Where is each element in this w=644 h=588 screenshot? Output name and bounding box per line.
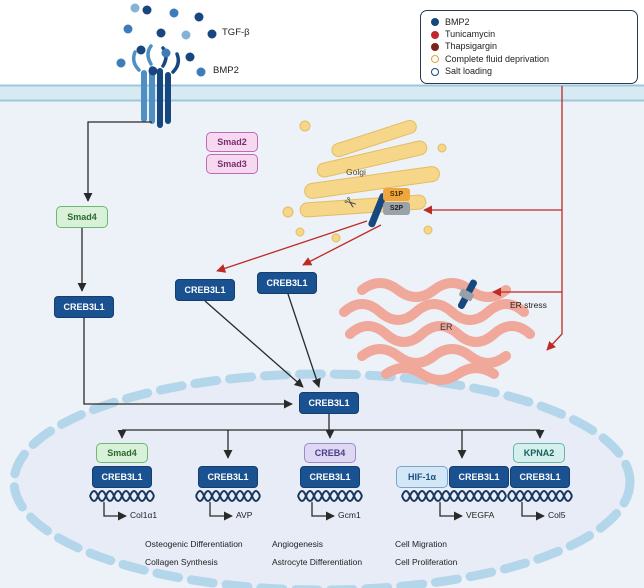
- thapsigargin-dot-icon: [431, 42, 439, 51]
- stress-arrows: [216, 86, 563, 351]
- complex2-creb3l1: CREB3L1: [198, 466, 258, 488]
- s2p-badge: S2P: [383, 202, 410, 215]
- gene-col5: Col5: [548, 510, 566, 520]
- complex4-partner-hif1a: HIF-1α: [396, 466, 448, 488]
- complex3-creb3l1: CREB3L1: [300, 466, 360, 488]
- smad2-node: Smad2: [206, 132, 258, 152]
- legend-item: Tunicamycin: [431, 30, 627, 39]
- complex5-creb3l1: CREB3L1: [510, 466, 570, 488]
- gene-vegfa: VEGFA: [466, 510, 495, 520]
- legend: BMP2 Tunicamycin Thapsigargin Complete f…: [420, 10, 638, 84]
- er-creb3l1-rod: [457, 279, 477, 309]
- outcome-collagen: Collagen Synthesis: [145, 557, 218, 567]
- golgi-label: Golgi: [346, 167, 366, 177]
- legend-label: Complete fluid deprivation: [445, 53, 550, 64]
- ligand-dots: [116, 3, 217, 77]
- tgfb-label: TGF-β: [222, 27, 250, 38]
- salt-loading-circle-icon: [431, 67, 439, 76]
- creb3l1-node-nuclear: CREB3L1: [299, 392, 359, 414]
- legend-label: Salt loading: [445, 66, 493, 77]
- outcome-astrocyte: Astrocyte Differentiation: [272, 557, 363, 567]
- golgi-body: [282, 119, 447, 243]
- outcome-migration: Cell Migration: [395, 539, 447, 549]
- s1p-badge: S1P: [383, 188, 410, 201]
- complex5-partner-kpna2: KPNA2: [513, 443, 565, 463]
- complex1-creb3l1: CREB3L1: [92, 466, 152, 488]
- legend-label: Thapsigargin: [445, 41, 498, 52]
- outcome-proliferation: Cell Proliferation: [395, 557, 458, 567]
- dna-helices: [89, 490, 573, 502]
- legend-label: BMP2: [445, 16, 470, 27]
- smad3-node: Smad3: [206, 154, 258, 174]
- smad4-node: Smad4: [56, 206, 108, 228]
- bmp2-label: BMP2: [213, 65, 239, 76]
- golgi-creb3l1-rod: [368, 193, 387, 228]
- legend-item: BMP2: [431, 16, 627, 27]
- complex1-partner-smad4: Smad4: [96, 443, 148, 463]
- creb3l1-node-left: CREB3L1: [54, 296, 114, 318]
- gene-avp: AVP: [236, 510, 253, 520]
- legend-item: Complete fluid deprivation: [431, 53, 627, 64]
- signal-arrows: [77, 121, 545, 459]
- legend-item: Salt loading: [431, 67, 627, 76]
- fluid-deprivation-circle-icon: [431, 55, 439, 64]
- gene-col1a1: Col1α1: [130, 510, 158, 520]
- outcome-angiogenesis: Angiogenesis: [272, 539, 324, 549]
- gene-arrows: [103, 502, 545, 521]
- legend-item: Thapsigargin: [431, 42, 627, 51]
- complex4-creb3l1: CREB3L1: [449, 466, 509, 488]
- tunicamycin-dot-icon: [431, 30, 439, 39]
- er-label: ER: [440, 322, 453, 332]
- er-body: [339, 278, 535, 385]
- er-stress-label: ER stress: [510, 300, 547, 310]
- gene-gcm1: Gcm1: [338, 510, 361, 520]
- plasma-membrane: [0, 84, 644, 102]
- complex3-partner-creb4: CREB4: [304, 443, 356, 463]
- bmp2-dot-icon: [431, 18, 439, 27]
- creb3l1-node-cleaved-2: CREB3L1: [257, 272, 317, 294]
- outcome-osteogenic: Osteogenic Differentiation: [145, 539, 243, 549]
- creb3l1-node-cleaved-1: CREB3L1: [175, 279, 235, 301]
- legend-label: Tunicamycin: [445, 29, 496, 40]
